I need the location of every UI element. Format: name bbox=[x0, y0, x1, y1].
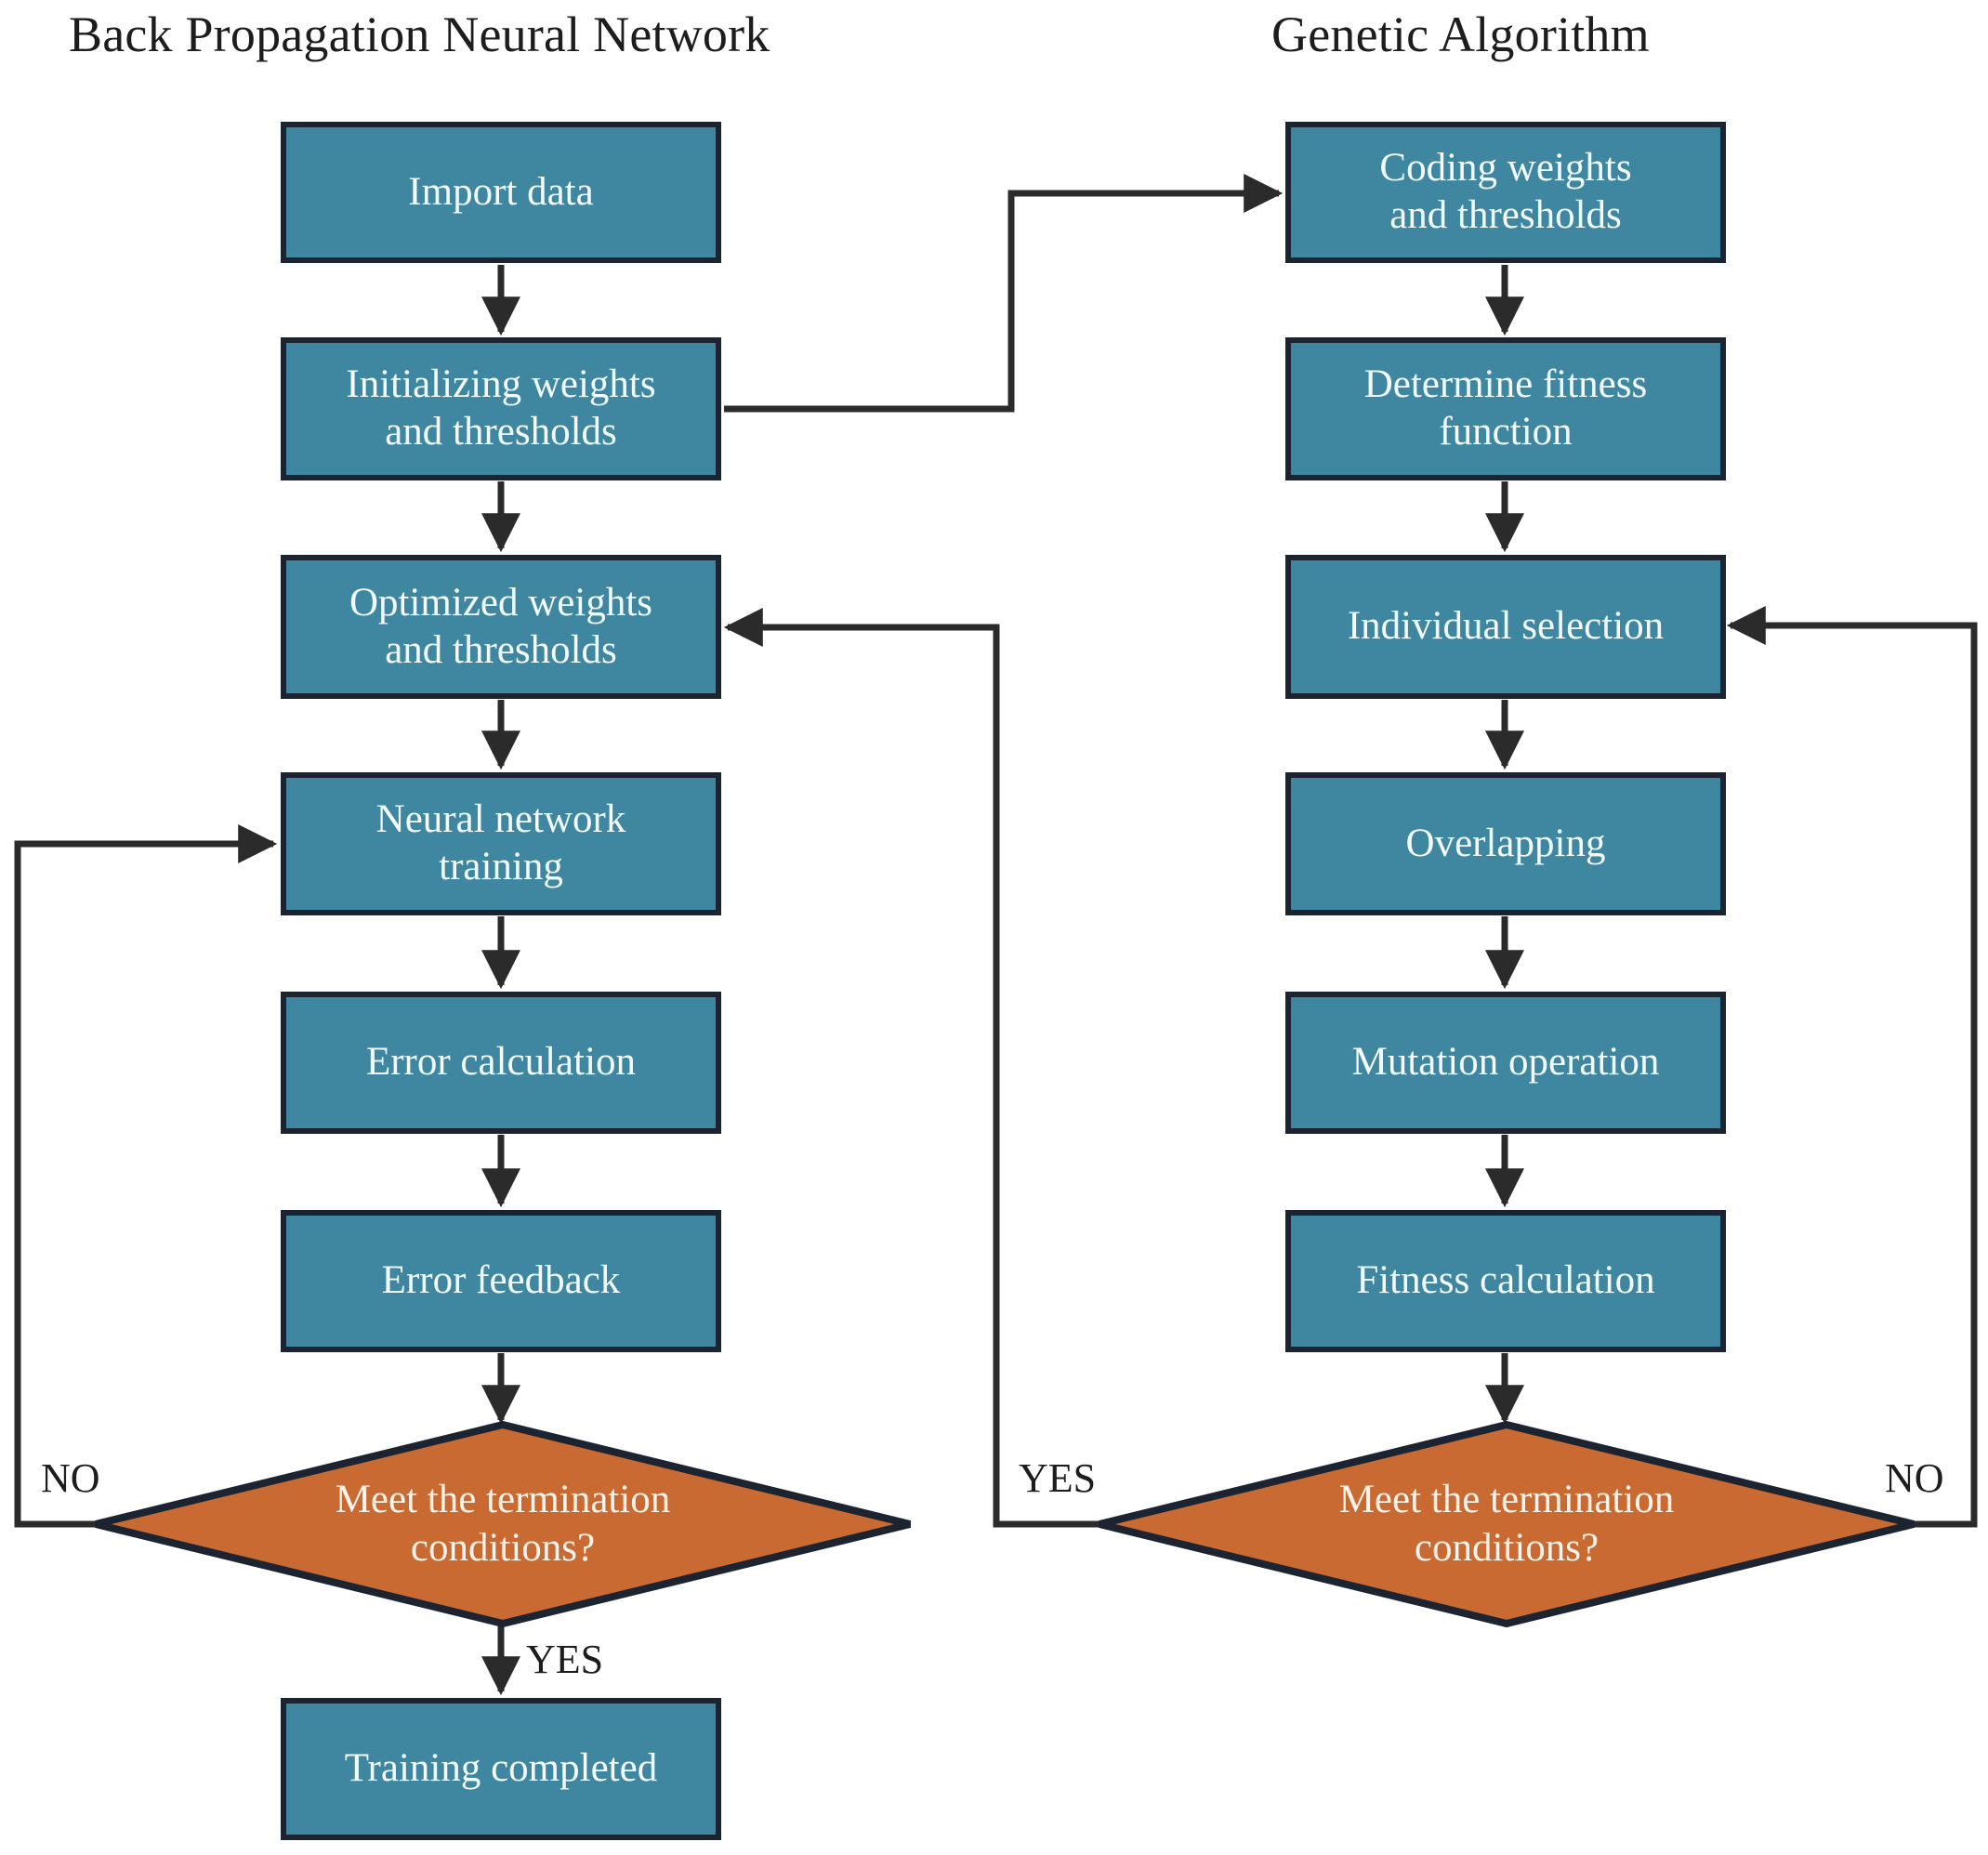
node-termination-decision-left[interactable]: Meet the termination conditions? bbox=[91, 1420, 915, 1628]
node-error-calculation-line-1: Error calculation bbox=[365, 1040, 637, 1085]
column-title-ga: Genetic Algorithm bbox=[1271, 7, 1650, 62]
edge-right-no-loop bbox=[1726, 606, 1978, 1528]
node-import-data[interactable]: Import data bbox=[281, 122, 721, 263]
node-optimized-weights-line-2: and thresholds bbox=[385, 627, 617, 672]
edge-label-right-no: NO bbox=[1885, 1455, 1944, 1501]
node-fitness-calculation[interactable]: Fitness calculation bbox=[1285, 1210, 1726, 1352]
node-optimized-weights-line-1: Optimized weights bbox=[349, 580, 653, 625]
node-neural-network-training-line-2: training bbox=[439, 845, 563, 888]
node-coding-weights[interactable]: Coding weights and thresholds bbox=[1285, 122, 1726, 263]
node-coding-weights-line-2: and thresholds bbox=[1389, 193, 1622, 237]
node-mutation-operation-line-1: Mutation operation bbox=[1351, 1040, 1660, 1085]
edge-label-right-yes: YES bbox=[1019, 1455, 1097, 1501]
node-optimized-weights[interactable]: Optimized weights and thresholds bbox=[281, 555, 721, 699]
edge-right-yes-to-optimized bbox=[723, 608, 1099, 1528]
node-training-completed[interactable]: Training completed bbox=[281, 1698, 721, 1840]
node-fitness-calculation-line-1: Fitness calculation bbox=[1356, 1258, 1655, 1303]
edge-label-left-yes: YES bbox=[526, 1637, 604, 1682]
edge-initializing-to-coding bbox=[724, 174, 1284, 413]
node-import-data-line-1: Import data bbox=[408, 169, 594, 214]
node-overlapping-line-1: Overlapping bbox=[1405, 821, 1606, 865]
node-individual-selection-line-1: Individual selection bbox=[1347, 604, 1665, 649]
node-determine-fitness-function[interactable]: Determine fitness function bbox=[1285, 337, 1726, 480]
node-coding-weights-line-1: Coding weights bbox=[1379, 146, 1632, 191]
node-determine-fitness-function-line-1: Determine fitness bbox=[1363, 362, 1648, 407]
node-initializing-weights[interactable]: Initializing weights and thresholds bbox=[281, 337, 721, 480]
node-mutation-operation[interactable]: Mutation operation bbox=[1285, 992, 1726, 1134]
node-initializing-weights-line-1: Initializing weights bbox=[346, 362, 656, 407]
node-error-feedback-line-1: Error feedback bbox=[381, 1258, 621, 1303]
node-overlapping[interactable]: Overlapping bbox=[1285, 772, 1726, 915]
node-determine-fitness-function-line-2: function bbox=[1439, 410, 1573, 454]
node-neural-network-training[interactable]: Neural network training bbox=[281, 772, 721, 915]
node-individual-selection[interactable]: Individual selection bbox=[1285, 555, 1726, 699]
node-initializing-weights-line-2: and thresholds bbox=[385, 410, 617, 454]
node-termination-decision-right[interactable]: Meet the termination conditions? bbox=[1095, 1420, 1918, 1628]
node-error-calculation[interactable]: Error calculation bbox=[281, 992, 721, 1134]
edge-label-left-no: NO bbox=[41, 1455, 100, 1501]
node-error-feedback[interactable]: Error feedback bbox=[281, 1210, 721, 1352]
node-training-completed-line-1: Training completed bbox=[344, 1746, 658, 1791]
node-neural-network-training-line-1: Neural network bbox=[375, 797, 626, 842]
column-title-bpnn: Back Propagation Neural Network bbox=[69, 7, 770, 62]
